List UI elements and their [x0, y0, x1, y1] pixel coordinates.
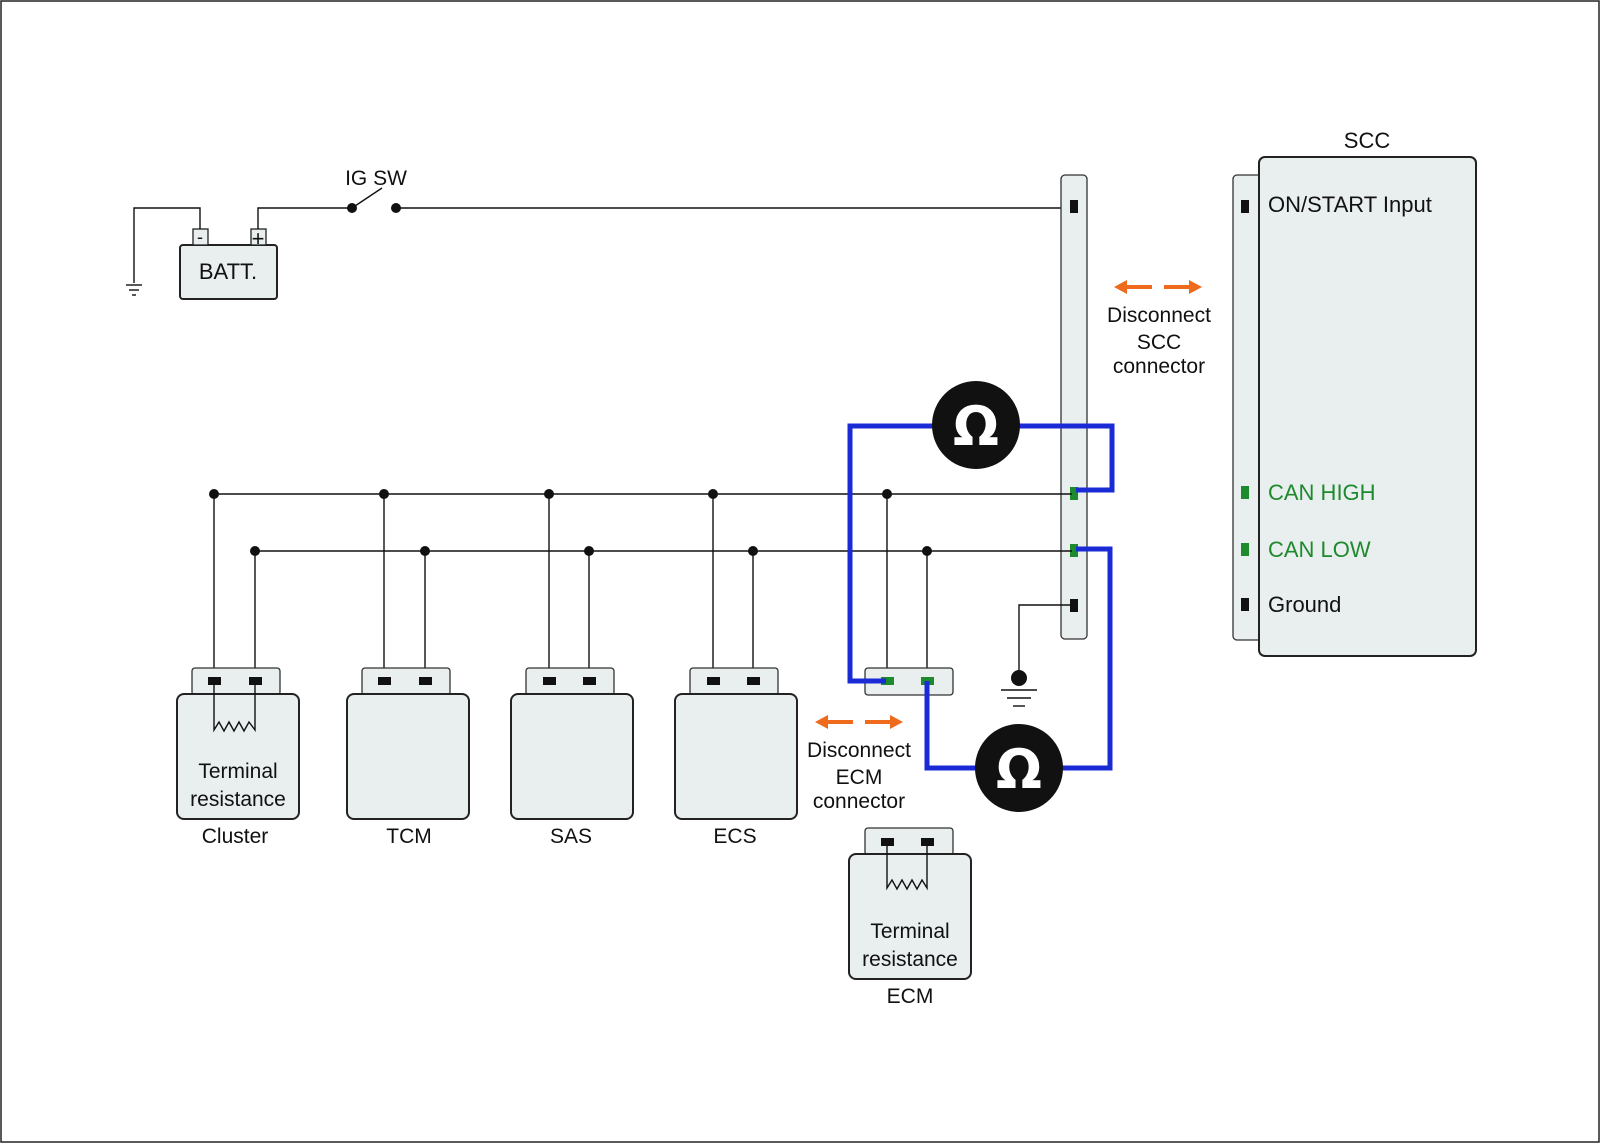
- module-ecm: Terminal resistance ECM: [848, 827, 972, 1008]
- module-ecs: ECS: [674, 667, 798, 848]
- ohmmeter-top: Ω: [932, 381, 1020, 469]
- sas-name: SAS: [550, 825, 592, 848]
- svg-text:ECM: ECM: [836, 766, 883, 789]
- scc-pin-can-high: [1241, 486, 1249, 499]
- scc-pin-on-start: [1241, 200, 1249, 213]
- disconnect-ecm-arrow: [815, 715, 903, 729]
- scc-pin-can-low: [1241, 543, 1249, 556]
- scc-pin-ground: [1241, 598, 1249, 611]
- ohm-icon: Ω: [953, 395, 999, 458]
- svg-text:SCC: SCC: [1137, 331, 1181, 354]
- can-low-bus: [250, 546, 1072, 556]
- harness-pin-ground: [1070, 599, 1078, 612]
- ecm-inner-label-2: resistance: [862, 948, 958, 971]
- svg-text:Disconnect: Disconnect: [1107, 304, 1211, 327]
- scc-pin-label-can-low: CAN LOW: [1268, 537, 1371, 562]
- ecm-name: ECM: [887, 985, 934, 1008]
- battery-pos-symbol: +: [252, 226, 265, 251]
- scc-module: SCC ON/START Input CAN HIGH CAN LOW Grou…: [1232, 128, 1477, 657]
- ig-switch: IG SW: [257, 167, 1072, 229]
- ecs-name: ECS: [713, 825, 756, 848]
- module-sas: SAS: [510, 667, 634, 848]
- ig-switch-label: IG SW: [345, 167, 407, 190]
- harness-ground-symbol: [1001, 604, 1070, 707]
- scc-pin-label-ground: Ground: [1268, 592, 1341, 617]
- ohm-icon: Ω: [996, 738, 1042, 801]
- harness-pin-can-low: [1070, 544, 1078, 557]
- bus-drop-wires: [213, 494, 928, 680]
- module-cluster: Terminal resistance Cluster: [176, 667, 300, 848]
- module-tcm: TCM: [346, 667, 470, 848]
- harness-pin-on-start: [1070, 200, 1078, 213]
- harness-pin-can-high: [1070, 487, 1078, 500]
- svg-text:Disconnect: Disconnect: [807, 739, 911, 762]
- scc-title: SCC: [1344, 128, 1391, 153]
- scc-pin-label-on-start: ON/START Input: [1268, 192, 1432, 217]
- disconnect-scc-label: Disconnect SCC connector: [1107, 304, 1211, 378]
- scc-harness-connector: [1060, 174, 1088, 640]
- scc-pin-label-can-high: CAN HIGH: [1268, 480, 1376, 505]
- tcm-name: TCM: [386, 825, 432, 848]
- disconnect-ecm-label: Disconnect ECM connector: [807, 739, 911, 813]
- ecm-inner-label-1: Terminal: [870, 920, 949, 943]
- battery: - + BATT.: [179, 226, 278, 300]
- svg-text:connector: connector: [1113, 355, 1205, 378]
- battery-neg-symbol: -: [197, 227, 203, 247]
- battery-ground-symbol: [126, 207, 201, 296]
- cluster-inner-label-2: resistance: [190, 788, 286, 811]
- can-high-bus: [209, 489, 1072, 499]
- ohmmeter-bottom-leads: [924, 546, 1113, 771]
- svg-text:connector: connector: [813, 790, 905, 813]
- ohmmeter-bottom: Ω: [975, 724, 1063, 812]
- cluster-inner-label-1: Terminal: [198, 760, 277, 783]
- disconnect-scc-arrow: [1114, 280, 1202, 294]
- cluster-name: Cluster: [202, 825, 269, 848]
- battery-label: BATT.: [199, 259, 257, 284]
